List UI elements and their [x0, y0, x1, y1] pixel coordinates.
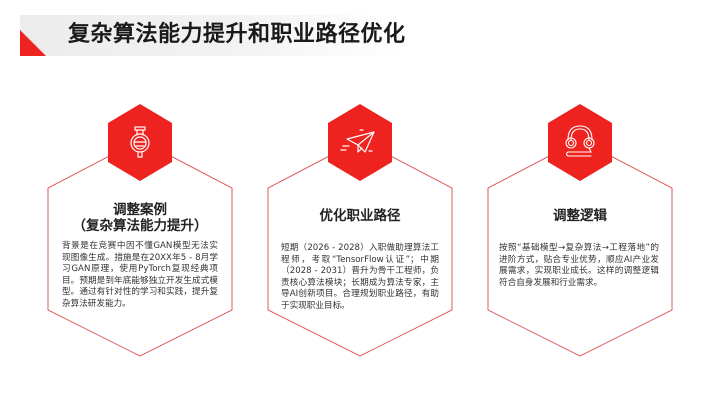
card-title-line1: 调整逻辑: [553, 208, 607, 224]
card-body: 背景是在竞赛中因不懂GAN模型无法实现图像生成。措施是在20XX年5 - 8月学…: [62, 241, 218, 309]
icon-hexagon-3: [548, 104, 612, 181]
card-outline-2: [267, 139, 453, 357]
headphones-icon: [565, 125, 595, 157]
card-outline-1: [47, 139, 233, 357]
paper-plane-icon: [340, 129, 375, 153]
card-body: 按照“基础模型→复杂算法→工程落地”的进阶方式，贴合专业优势，顺应AI产业发展需…: [499, 243, 659, 288]
card-title: 调整案例 （复杂算法能力提升）: [55, 202, 225, 234]
card-body: 短期（2026 - 2028）入职做助理算法工程师，考取“TensorFlow认…: [281, 243, 439, 311]
card-title-line2: （复杂算法能力提升）: [72, 218, 208, 234]
card-title: 优化职业路径: [275, 208, 445, 224]
card-title-line1: 优化职业路径: [319, 208, 401, 224]
card-title-line1: 调整案例: [113, 202, 167, 218]
icon-hexagon-2: [328, 104, 392, 181]
page-title: 复杂算法能力提升和职业路径优化: [68, 22, 406, 47]
flask-icon: [130, 126, 150, 158]
card-outline-3: [487, 139, 673, 357]
title-accent-triangle: [20, 30, 46, 56]
card-title: 调整逻辑: [495, 208, 665, 224]
title-banner: [20, 15, 400, 56]
